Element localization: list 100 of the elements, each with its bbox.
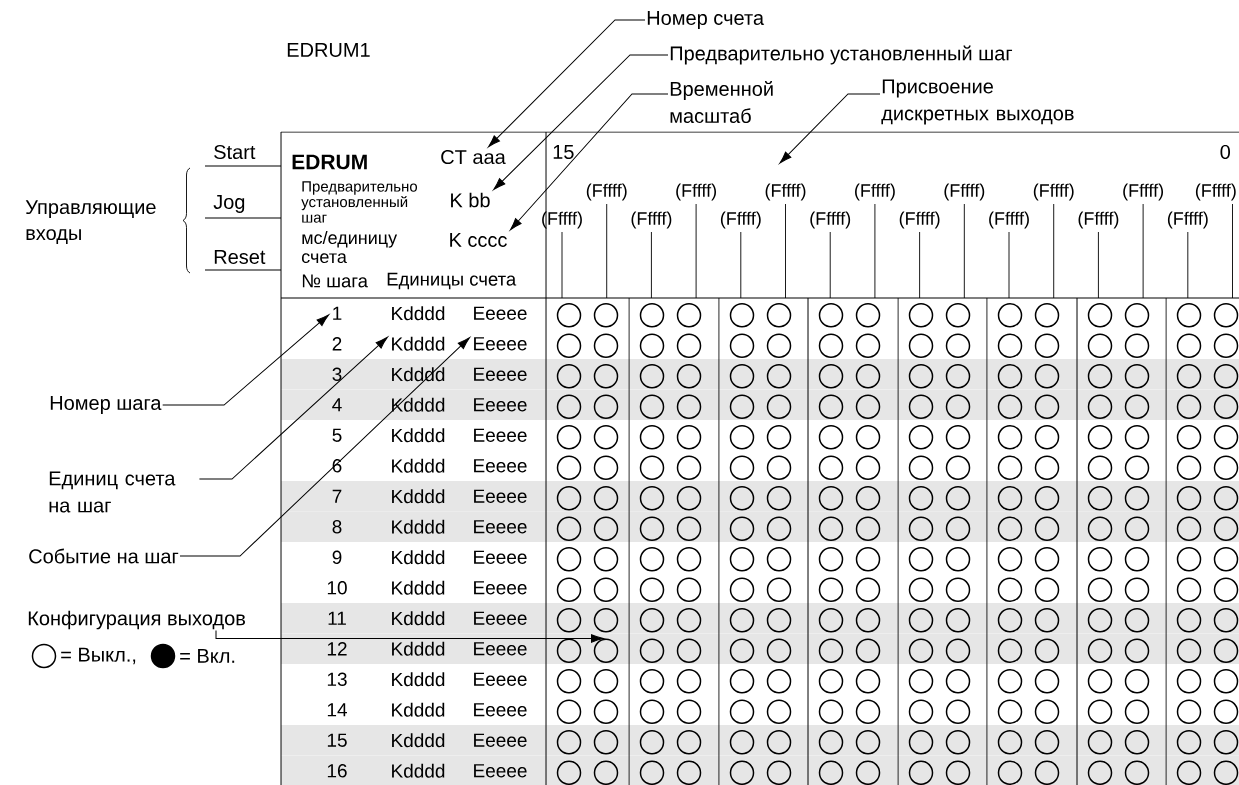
- output-circle: [1034, 730, 1060, 755]
- event-value: Eeeee: [474, 672, 527, 686]
- output-circle: [1034, 547, 1060, 572]
- output-circle: [855, 577, 881, 602]
- count-value: Kdddd: [392, 580, 445, 595]
- output-circle: [1087, 638, 1113, 663]
- input-label: Jog: [213, 195, 245, 213]
- output-circle: [945, 608, 971, 633]
- count-value: Kdddd: [392, 519, 445, 534]
- output-circle: [556, 425, 582, 450]
- count-value: Kdddd: [392, 702, 445, 717]
- output-circle: [1034, 486, 1060, 511]
- output-circle: [1213, 760, 1239, 785]
- output-circle: [1124, 699, 1150, 724]
- output-circle: [818, 699, 844, 724]
- output-circle: [997, 638, 1023, 663]
- count-value: Kdddd: [392, 336, 445, 351]
- step-number: 4: [332, 398, 342, 412]
- instruction-label: EDRUM1: [287, 43, 370, 57]
- output-circle: [729, 760, 755, 785]
- output-circle: [676, 303, 702, 328]
- output-circle: [945, 638, 971, 663]
- event-value: Eeeee: [474, 703, 527, 717]
- output-circle: [1034, 699, 1060, 724]
- output-circle: [556, 303, 582, 328]
- output-circle: [1087, 669, 1113, 694]
- event-value: Eeeee: [474, 489, 527, 503]
- output-circle: [997, 364, 1023, 389]
- output-circle: [676, 394, 702, 419]
- group-label: Управляющие входы: [25, 200, 156, 244]
- output-circle: [1034, 577, 1060, 602]
- output-circle: [1213, 425, 1239, 450]
- output-circle: [556, 730, 582, 755]
- output-circle: [945, 333, 971, 358]
- output-circle: [1124, 486, 1150, 511]
- output-circle: [1087, 303, 1113, 328]
- output-circle: [766, 669, 792, 694]
- output-circle: [729, 333, 755, 358]
- output-circle: [1176, 608, 1202, 633]
- output-circle: [1176, 303, 1202, 328]
- output-circle: [676, 486, 702, 511]
- output-circle: [1034, 455, 1060, 480]
- output-circle: [908, 364, 934, 389]
- event-value: Eeeee: [474, 367, 527, 381]
- output-circle: [1087, 486, 1113, 511]
- event-value: Eeeee: [474, 306, 527, 320]
- instruction-name: EDRUM: [292, 154, 367, 170]
- output-circle: [729, 516, 755, 541]
- output-circle: [1213, 638, 1239, 663]
- output-address: (Fffff): [631, 211, 672, 229]
- output-circle: [908, 577, 934, 602]
- count-value: Kdddd: [392, 306, 445, 321]
- step-number: 8: [332, 520, 342, 534]
- output-circle: [908, 455, 934, 480]
- output-circle: [639, 638, 665, 663]
- legend-label: = Вкл.: [180, 649, 235, 663]
- output-circle: [556, 333, 582, 358]
- output-circle: [676, 455, 702, 480]
- output-circle: [997, 577, 1023, 602]
- output-circle: [997, 425, 1023, 450]
- output-circle: [1176, 577, 1202, 602]
- leader-text: Событие на шаг: [29, 548, 179, 564]
- output-circle: [1213, 333, 1239, 358]
- output-circle: [676, 638, 702, 663]
- output-circle: [1213, 455, 1239, 480]
- preset-value: K bb: [451, 192, 490, 208]
- count-value: Kdddd: [392, 489, 445, 504]
- output-circle: [1124, 608, 1150, 633]
- output-circle: [997, 547, 1023, 572]
- output-circle: [908, 547, 934, 572]
- input-label: Start: [214, 144, 256, 160]
- output-circle: [997, 333, 1023, 358]
- output-circle: [818, 425, 844, 450]
- output-circle: [1124, 333, 1150, 358]
- output-circle: [997, 760, 1023, 785]
- output-circle: [556, 547, 582, 572]
- output-circle: [1176, 394, 1202, 419]
- output-circle: [639, 303, 665, 328]
- count-value: Kdddd: [392, 458, 445, 473]
- output-circle: [997, 394, 1023, 419]
- output-circle: [729, 699, 755, 724]
- output-circle: [1176, 730, 1202, 755]
- leader-text: Присвоение дискретных выходов: [881, 79, 1074, 125]
- output-circle: [593, 699, 619, 724]
- counter-number: CT aaa: [441, 149, 506, 165]
- leader-text: Предварительно установленный шаг: [670, 45, 1013, 65]
- output-circle: [855, 425, 881, 450]
- output-circle: [1124, 394, 1150, 419]
- output-circle: [593, 577, 619, 602]
- output-address: (Fffff): [1123, 183, 1163, 201]
- output-circle: [1124, 547, 1150, 572]
- output-circle: [1213, 364, 1239, 389]
- output-circle: [855, 638, 881, 663]
- column-header: № шага: [302, 274, 368, 288]
- output-circle: [908, 333, 934, 358]
- output-circle: [556, 577, 582, 602]
- leader-arrow: [179, 337, 470, 557]
- leader-text: Номер шага: [50, 396, 162, 414]
- output-circle: [997, 669, 1023, 694]
- output-circle: [729, 577, 755, 602]
